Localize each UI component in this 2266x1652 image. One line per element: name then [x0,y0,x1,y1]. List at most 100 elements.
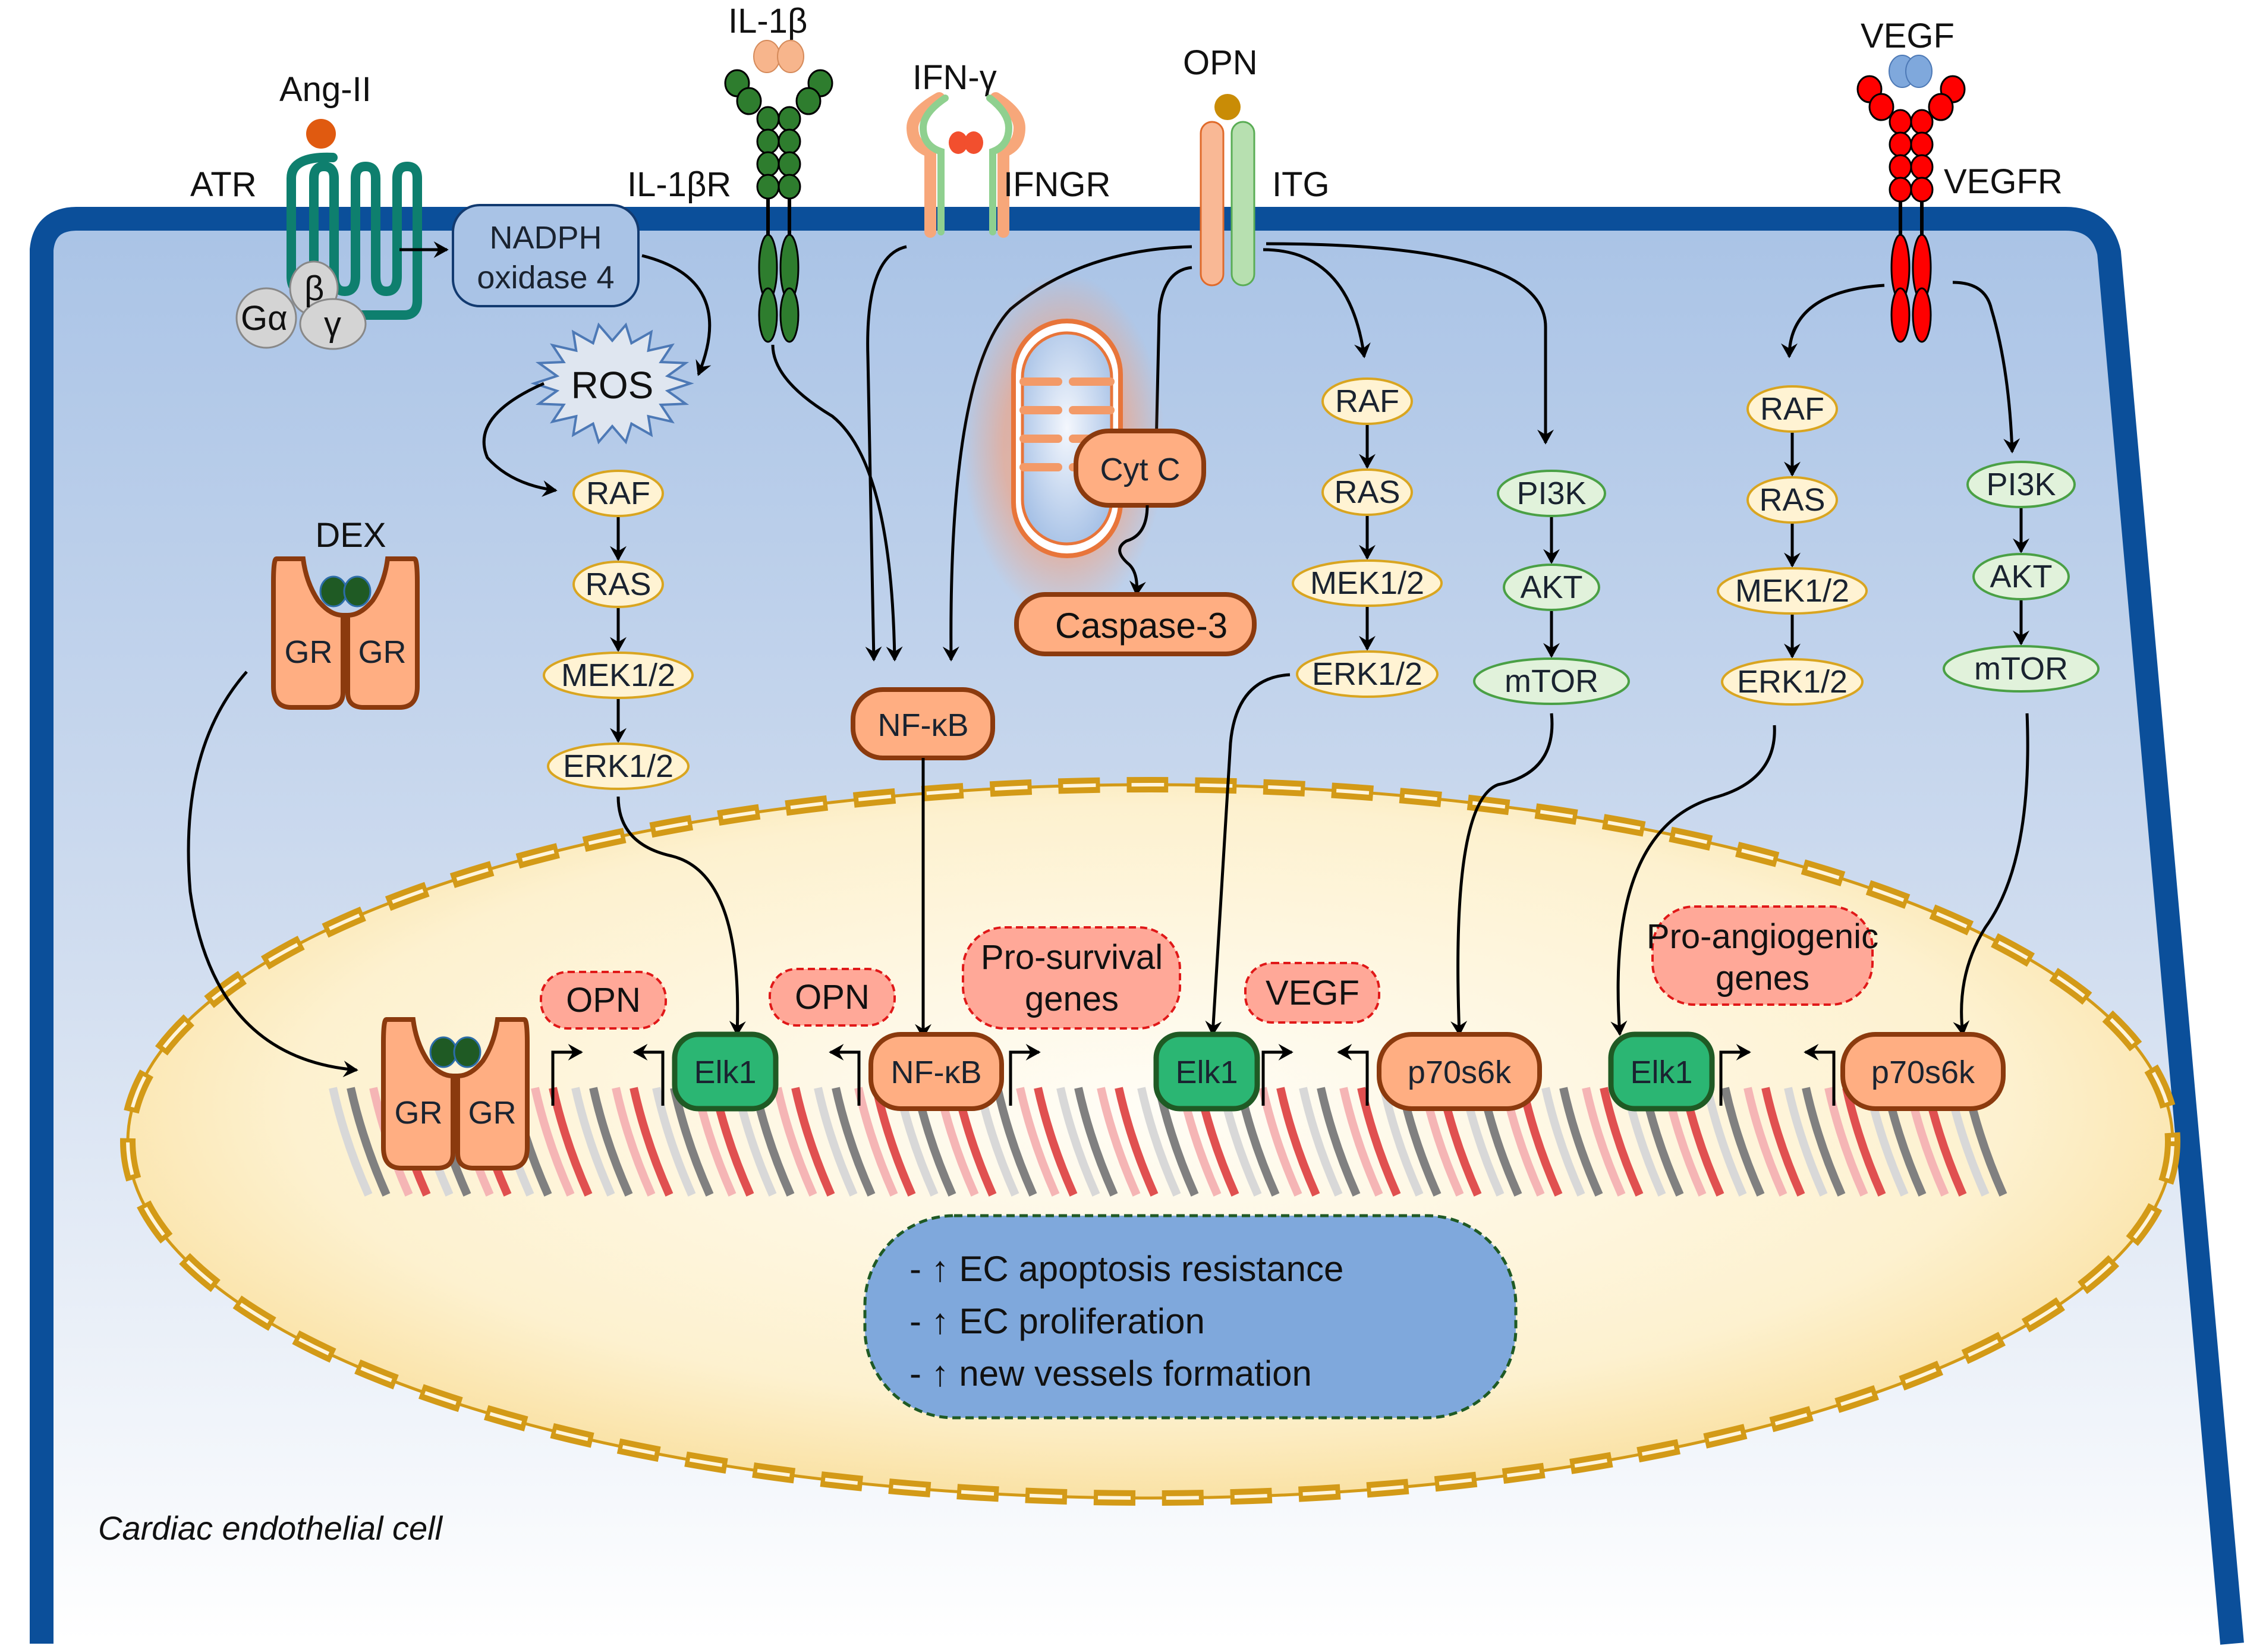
ifngr-receptor: IFN-γ IFNGR [906,58,1110,238]
ig-domain-icon [756,106,780,132]
dna-strand [1097,1087,1141,1197]
ig-domain-icon [778,151,801,177]
ros: ROS [530,322,694,445]
il1b-ligand-icon [777,40,804,73]
outcome-1: - ↑ EC apoptosis resistance [909,1249,1343,1289]
dna-strand [1784,1087,1828,1197]
ig-domain-icon [1928,93,1954,121]
dna-strand [589,1087,633,1197]
elk1-2-label: Elk1 [1175,1055,1238,1090]
opn-ligand-icon [1214,94,1241,120]
itg-receptor: OPN ITG [1183,43,1330,287]
arrow-ifngr-nfkb [865,245,907,662]
outcome-3: - ↑ new vessels formation [909,1354,1312,1393]
gr-monomer-icon [381,1017,455,1170]
pro-angio-label-2: genes [1716,959,1809,998]
mapk-itg-erk12-node [1296,650,1439,698]
dex-molecule-icon [319,575,348,608]
dna-strand [1761,1087,1805,1197]
dna-strand [652,1087,696,1197]
ig-domain-icon [778,174,801,200]
elk1-3-label: Elk1 [1630,1055,1692,1090]
g-protein: Gα β γ [235,260,367,350]
dna-strand [832,1087,876,1197]
caspase3-node: Caspase-3 [1014,592,1257,656]
ig-domain-icon [1889,177,1912,203]
dna-strand [1258,1087,1302,1197]
inhibit-itg-cytc [1154,266,1192,446]
dna-strand [630,1087,673,1197]
pi3k-vegfr-label: mTOR [1974,651,2068,687]
atr-receptor: ATR Ang-II Gα β γ [190,70,422,350]
ig-domain-icon [1868,93,1894,121]
gene-vegf: VEGF [1244,962,1380,1024]
tf-p70s6k-1: p70s6k [1377,1032,1542,1111]
ifngr-right-inner [986,95,1013,235]
nadph-oxidase-4: NADPH oxidase 4 [452,204,640,307]
gene-opn-1-label: OPN [566,981,641,1019]
ig-domain-icon [1910,177,1934,203]
pi3k-itg-label: AKT [1520,569,1582,605]
pi3k-vegfr-mtor-node [1943,645,2100,693]
vegf-ligand-label: VEGF [1861,17,1955,55]
ifng-ligand-icon [964,131,983,154]
dex-molecule-icon [453,1036,481,1068]
tf-nfkb-nucleus: NF-κB [868,1032,1004,1111]
dna-strand [549,1087,593,1197]
mapk-ang-label: ERK1/2 [563,748,673,784]
gr-monomer-icon [271,556,345,710]
mapk-vegfr-label: ERK1/2 [1737,664,1848,700]
itg-alpha-icon [1200,121,1225,287]
ig-domain-icon [756,174,780,200]
outcome-box: - ↑ EC apoptosis resistance - ↑ EC proli… [863,1214,1518,1420]
ros-label: ROS [571,364,654,407]
dna-strand [1317,1087,1361,1197]
il1b-label: IL-1β [728,2,807,40]
pi3k-vegfr-akt-node [1972,553,2070,600]
tss-arrow-icon [1719,1044,1751,1106]
mapk-ang-ras-node [572,561,664,608]
mapk-vegfr-label: RAS [1759,482,1825,518]
il1b-receptor: IL-1β IL-1βR [627,2,833,343]
dna-strand [329,1087,373,1197]
ig-domain-icon [778,128,801,155]
gene-opn-2: OPN [769,968,896,1027]
ang2-ligand [306,119,336,149]
dna-strand [1842,1087,1886,1197]
arrow-itg-raf [1263,248,1371,358]
plasma-membrane [30,207,2244,1645]
ig-domain-icon [1889,154,1912,180]
dna-strand [531,1087,575,1197]
dex-molecule-icon [429,1036,458,1068]
nfkb-nuc-label: NF-κB [891,1055,982,1090]
arrow-cytc-caspase [1118,505,1149,596]
il1b-ligand-icon [753,40,780,73]
tss-arrow-icon [1261,1044,1293,1106]
gene-vegf-label: VEGF [1266,974,1359,1012]
g-gamma-icon [299,298,367,350]
gene-pro-survival: Pro-survival genes [962,926,1181,1030]
dna-strand [1276,1087,1320,1197]
tf-elk1-1: Elk1 [672,1031,779,1112]
arrow-ros-raf [482,382,558,497]
mapk-vegfr-label: RAF [1760,391,1824,427]
g-beta-label: β [304,269,324,308]
ig-domain-icon [795,87,822,115]
pro-survival-label-1: Pro-survival [981,938,1163,977]
g-alpha-icon [235,287,297,349]
pi3k-itg-mtor-node [1473,657,1630,705]
p70s6k-2-label: p70s6k [1871,1055,1975,1090]
dna-strand [1541,1087,1585,1197]
arrow-nadph-ros [641,254,712,376]
dna-strand [571,1087,615,1197]
nadph-label-2: oxidase 4 [477,260,614,295]
dna-strand [1802,1087,1846,1197]
mapk-ang-label: MEK1/2 [561,657,675,693]
kinase-domain-icon [758,287,778,343]
tss-arrow-icon [1337,1044,1369,1106]
